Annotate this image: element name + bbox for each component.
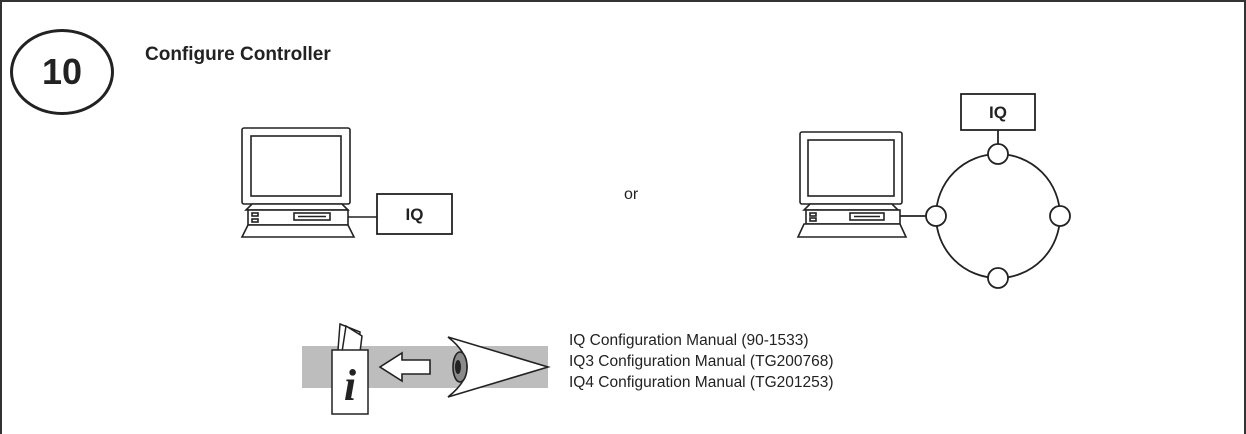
direct-connection-diagram: IQ bbox=[240, 127, 453, 238]
manual-book-icon: i bbox=[331, 322, 369, 415]
network-connection-diagram: IQ bbox=[796, 93, 1071, 289]
info-letter: i bbox=[344, 361, 357, 410]
or-separator: or bbox=[624, 186, 639, 203]
manual-reference: IQ4 Configuration Manual (TG201253) bbox=[569, 374, 834, 391]
pc-icon bbox=[240, 127, 356, 238]
iq-label: IQ bbox=[406, 205, 424, 224]
iq-label: IQ bbox=[989, 103, 1007, 122]
iq-controller-box: IQ bbox=[376, 193, 453, 235]
arrow-left-icon bbox=[378, 351, 431, 383]
manual-reference: IQ Configuration Manual (90-1533) bbox=[569, 332, 809, 349]
step-number-badge: 10 bbox=[10, 29, 114, 115]
reference-icon-group: i bbox=[302, 322, 551, 415]
manual-reference-list: IQ Configuration Manual (90-1533) IQ3 Co… bbox=[569, 330, 834, 393]
eye-icon bbox=[447, 336, 551, 398]
pc-icon bbox=[796, 131, 908, 238]
network-ring-icon bbox=[900, 130, 1071, 289]
step-number: 10 bbox=[41, 51, 83, 92]
iq-controller-box: IQ bbox=[960, 93, 1036, 131]
manual-reference: IQ3 Configuration Manual (TG200768) bbox=[569, 353, 834, 370]
step-title: Configure Controller bbox=[145, 44, 331, 65]
